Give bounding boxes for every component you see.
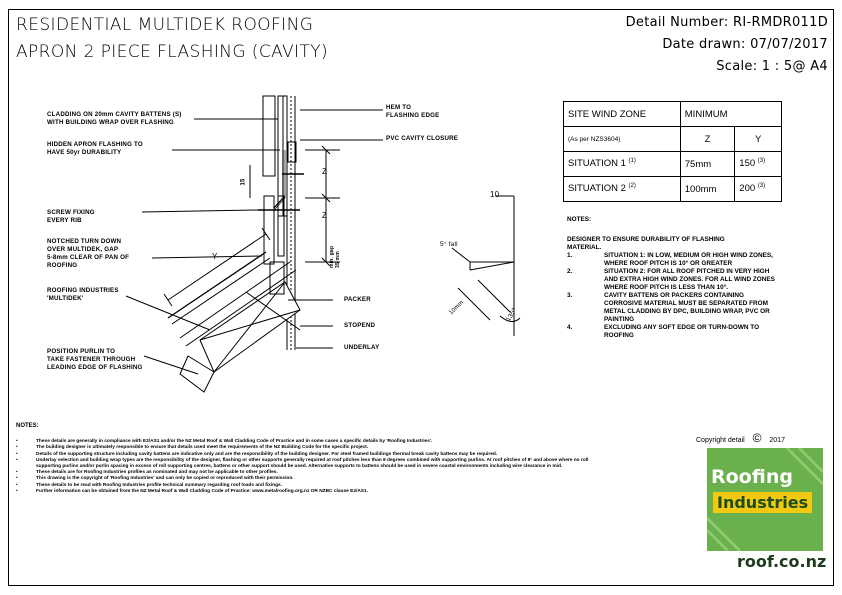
copyright: Copyright detail © 2017 xyxy=(696,431,785,445)
wind-sub-label: (As per NZS3604) xyxy=(563,126,681,152)
wind-zone-table: SITE WIND ZONE MINIMUM (As per NZS3604) … xyxy=(563,101,783,202)
wind-header-label: SITE WIND ZONE xyxy=(563,101,681,127)
dim-y xyxy=(167,233,267,301)
table-row: SITUATION 2 (2) 100mm 200 (3) xyxy=(563,176,782,202)
label-pvc-closure: PVC CAVITY CLOSURE xyxy=(386,135,459,142)
wind-header-value: MINIMUM xyxy=(679,101,783,127)
label-packer: PACKER xyxy=(344,296,371,303)
scale: Scale: 1 : 5@ A4 xyxy=(716,59,828,74)
stud-lower xyxy=(263,195,275,265)
date-drawn: Date drawn: 07/07/2017 xyxy=(662,37,828,52)
dim-z-label-2: Z xyxy=(322,211,328,220)
drawing-sheet xyxy=(8,9,834,586)
detail-fall-label: 5° fall xyxy=(440,241,458,248)
stud-upper xyxy=(262,95,276,177)
stopend xyxy=(245,291,301,331)
wind-col-y: Y xyxy=(734,126,782,152)
logo-word-industries: Industries xyxy=(713,492,813,513)
notes-right: NOTES: DESIGNER TO ENSURE DURABILITY OF … xyxy=(567,216,775,339)
roofing-industries-logo: Roofing Industries roof.co.nz xyxy=(707,448,827,575)
roof-sheet xyxy=(167,251,267,319)
notes-bottom: NOTES: •These details are generally in c… xyxy=(16,423,589,494)
label-roofing-industries: ROOFING INDUSTRIES'MULTIDEK' xyxy=(47,287,119,302)
dim-15-label: 15 xyxy=(240,178,247,186)
logo-word-roofing: Roofing xyxy=(711,466,793,488)
label-underlay: UNDERLAY xyxy=(344,344,380,351)
dim-z-label-1: Z xyxy=(322,167,328,176)
table-row: SITUATION 1 (1) 75mm 150 (3) xyxy=(563,151,782,177)
pvc-cavity-closure xyxy=(287,141,297,163)
detail-10-label: 10 xyxy=(490,190,500,199)
packer xyxy=(269,261,285,295)
wind-col-z: Z xyxy=(679,126,736,152)
logo-url: roof.co.nz xyxy=(737,552,827,571)
logo-stripes-icon xyxy=(707,448,823,551)
title-line-2: APRON 2 PIECE FLASHING (CAVITY) xyxy=(16,42,329,62)
title-line-1: RESIDENTIAL MULTIDEK ROOFING xyxy=(16,15,314,35)
edge-detail-drawing xyxy=(451,195,521,336)
label-stopend: STOPEND xyxy=(344,322,376,329)
detail-number: Detail Number: RI-RMDR011D xyxy=(625,15,828,30)
dim-y-label: Y xyxy=(212,252,218,261)
label-cladding: CLADDING ON 20mm CAVITY BATTENS (S)WITH … xyxy=(47,111,182,126)
copyright-icon: © xyxy=(752,431,762,445)
